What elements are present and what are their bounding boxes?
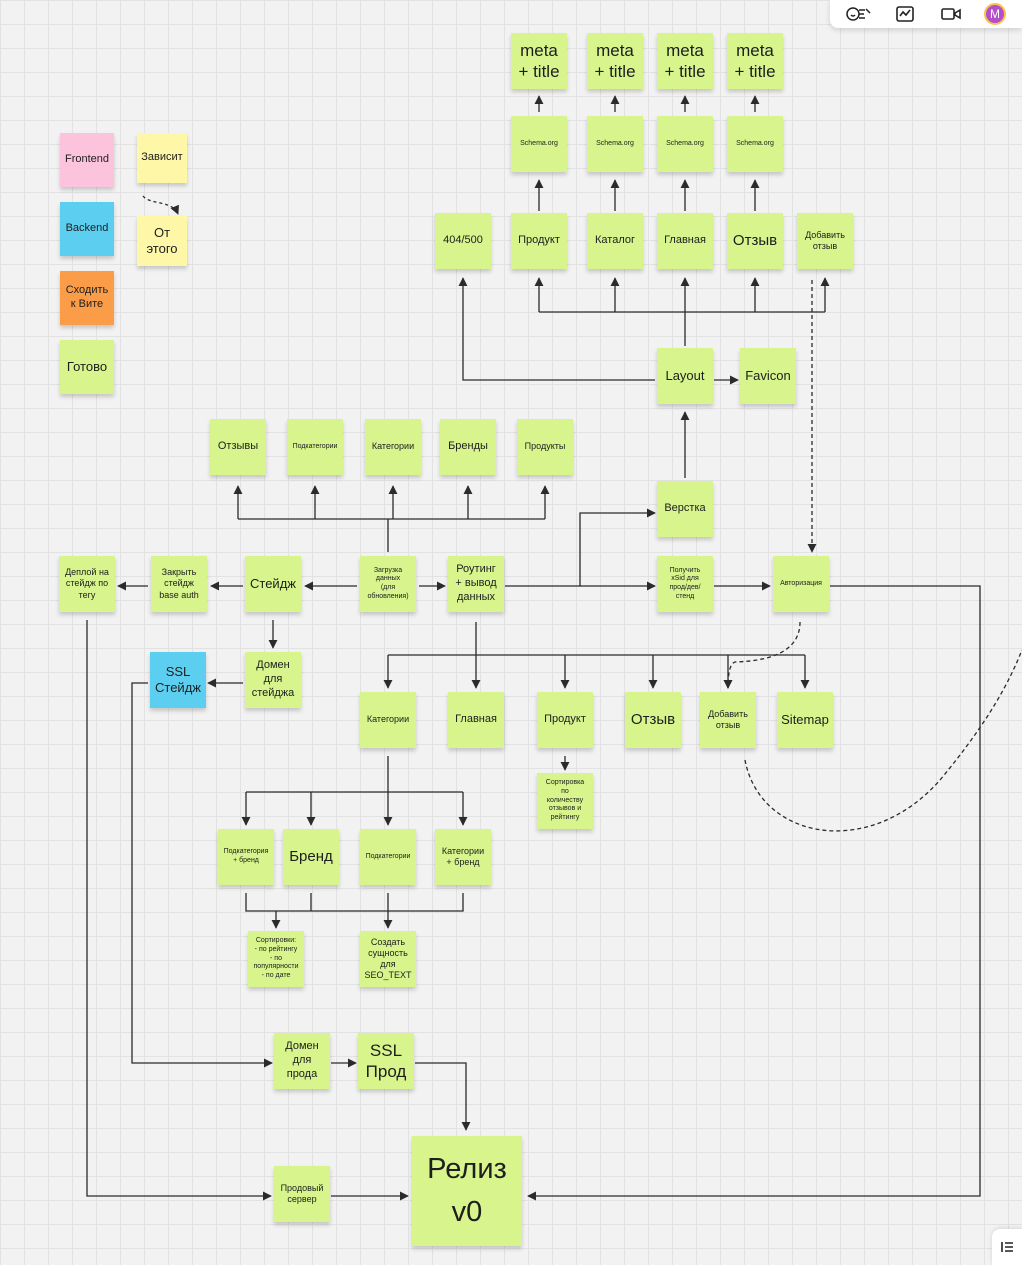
meta-title-note-3[interactable]: meta + title — [657, 33, 713, 89]
edge-dataload-bus — [238, 518, 545, 552]
brand-note[interactable]: Бренд — [283, 829, 339, 885]
edge-merge-bus — [245, 893, 464, 912]
deploy-stage-note[interactable]: Деплой на стейдж по тегу — [59, 556, 115, 612]
video-icon[interactable] — [938, 3, 964, 25]
release-note[interactable]: Релиз v0 — [412, 1136, 522, 1246]
legend-from-this-note[interactable]: От этого — [137, 216, 187, 266]
page-404-note[interactable]: 404/500 — [435, 213, 491, 269]
activity-icon[interactable] — [892, 3, 918, 25]
routing-note[interactable]: Роутинг + вывод данных — [448, 556, 504, 612]
auth-note[interactable]: Авторизация — [773, 556, 829, 612]
sorting-note[interactable]: Сортировки: - по рейтингу - по популярно… — [248, 931, 304, 987]
load-categories-note[interactable]: Категории — [365, 419, 421, 475]
meta-title-note-2[interactable]: meta + title — [587, 33, 643, 89]
prod-domain-note[interactable]: Домен для прода — [274, 1033, 330, 1089]
ssl-stage-note[interactable]: SSL Стейдж — [150, 652, 206, 708]
seo-entity-note[interactable]: Создать сущность для SEO_TEXT — [360, 931, 416, 987]
legend-ask-vitya-note[interactable]: Сходить к Вите — [60, 271, 114, 325]
cat-brand-note[interactable]: Категории + бренд — [435, 829, 491, 885]
edge-dashed-legend — [142, 195, 179, 215]
close-stage-note[interactable]: Закрыть стейдж base auth — [151, 556, 207, 612]
page-review-note[interactable]: Отзыв — [727, 213, 783, 269]
load-subcategories-note[interactable]: Подкатегории — [287, 419, 343, 475]
schema-org-note-4[interactable]: Schema.org — [727, 116, 783, 172]
legend-frontend-note[interactable]: Frontend — [60, 133, 114, 187]
route-product-note[interactable]: Продукт — [537, 692, 593, 748]
legend-done-note[interactable]: Готово — [60, 340, 114, 394]
data-load-note[interactable]: Загрузка данных (для обновления) — [360, 556, 416, 612]
edge-cats-bus — [246, 756, 463, 793]
route-main-note[interactable]: Главная — [448, 692, 504, 748]
route-add-review-note[interactable]: Добавить отзыв — [700, 692, 756, 748]
edge-sslprod-release — [415, 1062, 471, 1131]
stage-note[interactable]: Стейдж — [245, 556, 301, 612]
reactions-icon[interactable] — [846, 3, 872, 25]
user-avatar[interactable]: M — [984, 3, 1006, 25]
load-brands-note[interactable]: Бренды — [440, 419, 496, 475]
board-toolbar: M — [830, 0, 1022, 28]
get-xsid-note[interactable]: Получить xSid для прод/дев/ стенд — [657, 556, 713, 612]
sort-by-reviews-note[interactable]: Сортировка по количеству отзывов и рейти… — [537, 773, 593, 829]
load-reviews-note[interactable]: Отзывы — [210, 419, 266, 475]
meta-title-note-1[interactable]: meta + title — [511, 33, 567, 89]
schema-org-note-3[interactable]: Schema.org — [657, 116, 713, 172]
sitemap-note[interactable]: Sitemap — [777, 692, 833, 748]
route-categories-note[interactable]: Категории — [360, 692, 416, 748]
legend-backend-note[interactable]: Backend — [60, 202, 114, 256]
page-product-note[interactable]: Продукт — [511, 213, 567, 269]
legend-depends-note[interactable]: Зависит — [137, 133, 187, 183]
edge-dashed-auth-add — [723, 621, 801, 689]
meta-title-note-4[interactable]: meta + title — [727, 33, 783, 89]
list-view-button[interactable] — [992, 1229, 1022, 1265]
prod-server-note[interactable]: Продовый сервер — [274, 1166, 330, 1222]
subcat-brand-note[interactable]: Подкатегория + бренд — [218, 829, 274, 885]
subcategories-note[interactable]: Подкатегории — [360, 829, 416, 885]
list-icon — [1001, 1242, 1013, 1252]
stage-domain-note[interactable]: Домен для стейджа — [245, 652, 301, 708]
page-catalog-note[interactable]: Каталог — [587, 213, 643, 269]
markup-note[interactable]: Верстка — [657, 481, 713, 537]
add-review-top-note[interactable]: Добавить отзыв — [797, 213, 853, 269]
edge-auth-release — [527, 585, 981, 1201]
ssl-prod-note[interactable]: SSL Прод — [358, 1033, 414, 1089]
schema-org-note-2[interactable]: Schema.org — [587, 116, 643, 172]
edge-layout-bus — [539, 311, 825, 346]
favicon-note[interactable]: Favicon — [740, 348, 796, 404]
page-main-note[interactable]: Главная — [657, 213, 713, 269]
edge-routing-markup — [505, 508, 656, 587]
schema-org-note-1[interactable]: Schema.org — [511, 116, 567, 172]
layout-note[interactable]: Layout — [657, 348, 713, 404]
route-review-note[interactable]: Отзыв — [625, 692, 681, 748]
edge-routing-bus — [388, 622, 805, 656]
edge-layout-404 — [458, 277, 655, 381]
load-products-note[interactable]: Продукты — [517, 419, 573, 475]
